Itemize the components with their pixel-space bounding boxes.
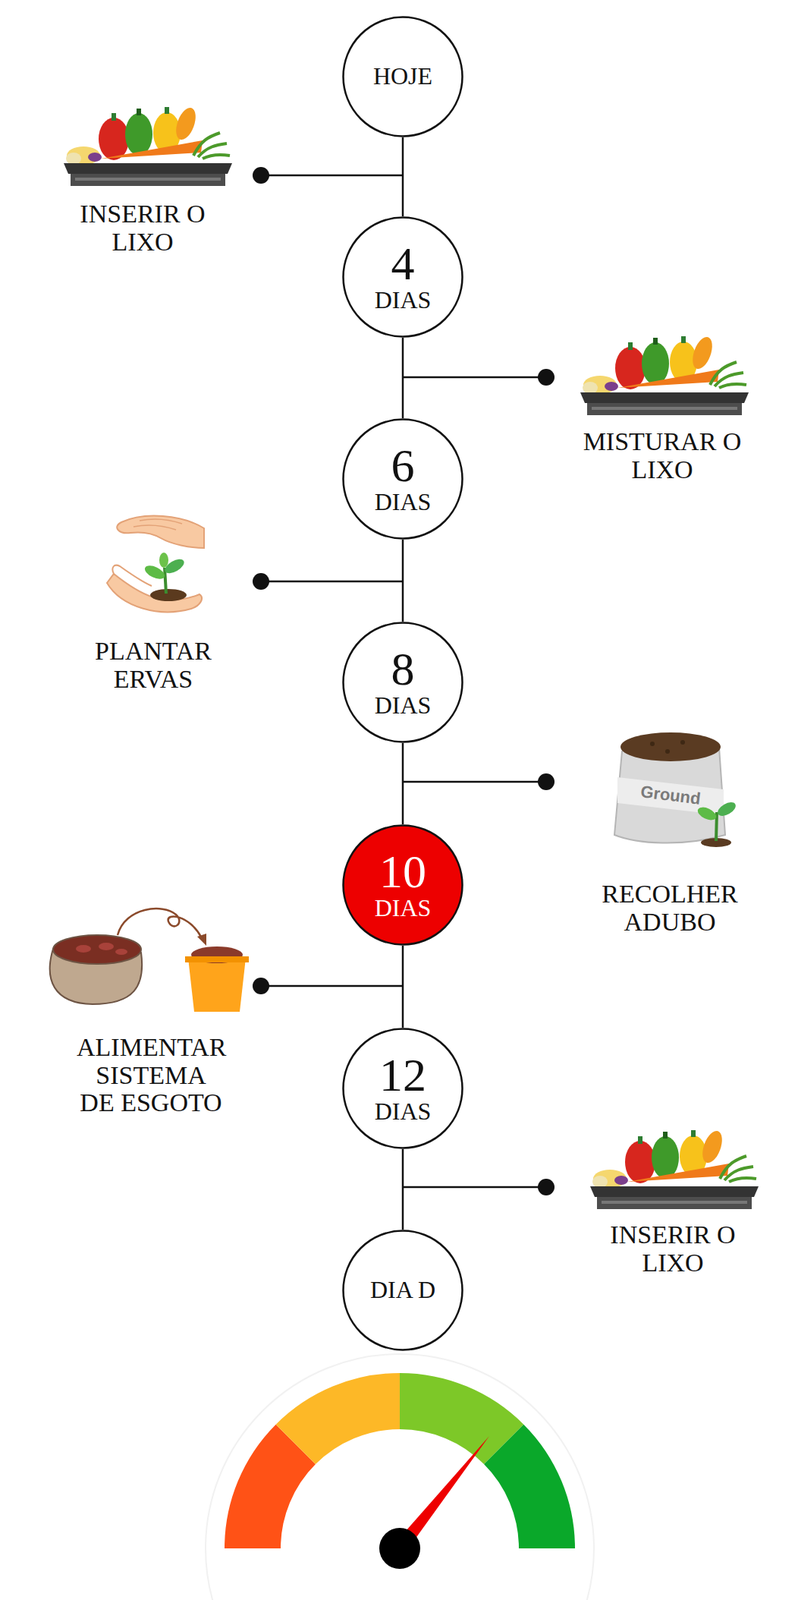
day-number: 8 bbox=[391, 644, 415, 692]
day-label: DIAS bbox=[374, 286, 432, 314]
timeline-connector bbox=[402, 1148, 405, 1229]
day-label: DIA D bbox=[370, 1275, 436, 1303]
bag-text: Ground bbox=[624, 780, 717, 810]
timeline-connector bbox=[402, 945, 405, 1028]
day-number: 12 bbox=[379, 1050, 427, 1098]
vegetable-tray-icon bbox=[580, 334, 749, 415]
step-label: ALIMENTAR SISTEMA DE ESGOTO bbox=[76, 1033, 226, 1117]
day-circle: 12DIAS bbox=[342, 1027, 464, 1149]
timeline-connector bbox=[402, 742, 405, 824]
gauge-hub bbox=[379, 1526, 421, 1568]
day-number: 4 bbox=[391, 239, 415, 287]
day-circle: HOJE bbox=[342, 15, 464, 138]
day-label: DIAS bbox=[374, 691, 432, 719]
timeline-connector bbox=[402, 137, 405, 217]
step-label: MISTURAR O LIXO bbox=[567, 427, 758, 484]
vegetable-tray-icon bbox=[63, 105, 233, 186]
timeline-connector bbox=[402, 539, 405, 622]
day-circle: 10DIAS bbox=[342, 823, 464, 946]
day-circle: 6DIAS bbox=[342, 417, 464, 540]
step-label: RECOLHER ADUBO bbox=[582, 879, 758, 936]
hands-sprout-icon bbox=[106, 515, 205, 613]
day-label: DIAS bbox=[374, 894, 432, 921]
compost-bag-icon bbox=[614, 732, 739, 847]
gauge bbox=[205, 1353, 594, 1600]
day-circle: 8DIAS bbox=[342, 621, 464, 743]
day-number: 6 bbox=[391, 441, 415, 489]
step-label: INSERIR O LIXO bbox=[593, 1220, 753, 1276]
branch-lines bbox=[260, 175, 547, 1187]
day-label: HOJE bbox=[373, 62, 433, 90]
branch-dots bbox=[252, 166, 555, 1195]
sack-bucket-icon bbox=[50, 907, 249, 1012]
day-label: DIAS bbox=[374, 1097, 432, 1125]
timeline-connector bbox=[402, 337, 405, 418]
day-circle: DIA D bbox=[342, 1228, 464, 1351]
day-number: 10 bbox=[379, 847, 427, 895]
step-label: PLANTAR ERVAS bbox=[77, 637, 230, 693]
day-circle: 4DIAS bbox=[342, 216, 464, 338]
day-label: DIAS bbox=[374, 488, 432, 516]
step-label: INSERIR O LIXO bbox=[62, 200, 223, 256]
vegetable-tray-icon bbox=[590, 1127, 759, 1209]
